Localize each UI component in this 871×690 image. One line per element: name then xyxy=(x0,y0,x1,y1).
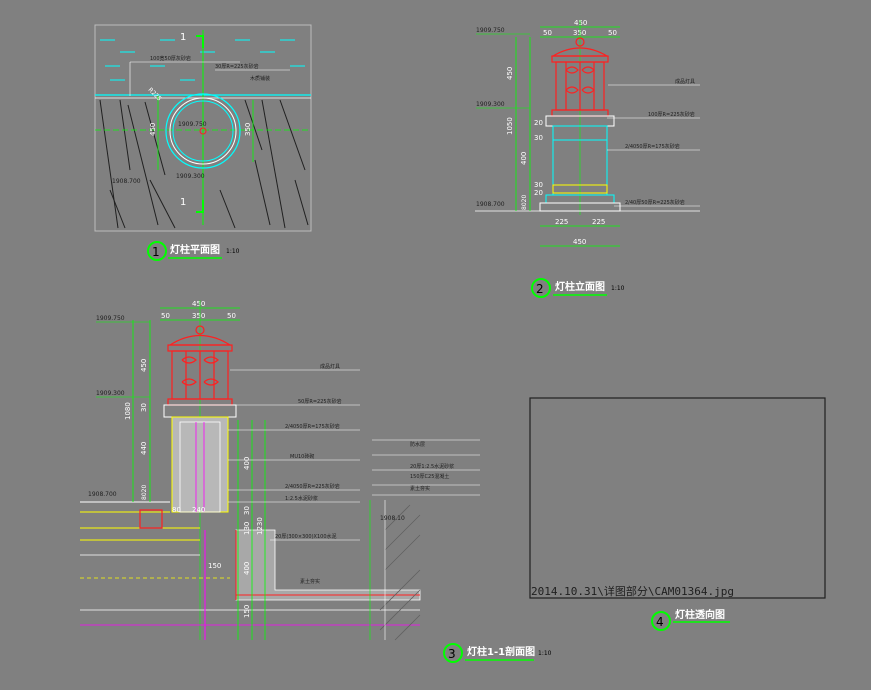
sec-note-3: 2/4050厚R=175灰砂岩 xyxy=(285,423,340,430)
sec-elev-4: 1908.10 xyxy=(380,515,405,522)
sec-right-150b: 150 xyxy=(243,605,251,618)
elev-left-400: 400 xyxy=(520,152,528,165)
elev-note-2: 100厚R=225灰砂岩 xyxy=(648,111,695,118)
sec-note-6: 1:2.5水泥砂浆 xyxy=(285,495,318,502)
elev-note-4: 2/40厚50厚R=225灰砂岩 xyxy=(625,199,685,206)
view-4-title: 灯柱透向图 xyxy=(675,608,725,621)
plan-note-2: 30厚R=225灰砂岩 xyxy=(215,63,259,70)
elev-bot-225b: 225 xyxy=(592,218,605,226)
view-3-title: 灯柱1-1剖面图 xyxy=(467,645,535,658)
section-mark-top: 1 xyxy=(180,32,186,43)
elev-bot-450: 450 xyxy=(573,238,586,246)
sec-note-9: 20厚1:2.5水泥砂浆 xyxy=(410,463,454,470)
photo-frame xyxy=(529,397,826,599)
plan-deck-hatch xyxy=(99,99,309,229)
sec-note-8: 防水层 xyxy=(410,441,425,448)
sec-bot-240: 240 xyxy=(192,506,205,514)
elev-bot-225a: 225 xyxy=(555,218,568,226)
plan-elev-1: 1909.750 xyxy=(178,121,207,128)
sec-top-50a: 50 xyxy=(161,312,170,320)
photo-caption: 2014.10.31\详图部分\CAM01364.jpg xyxy=(531,584,734,598)
sec-note-7: 20厚(300×300)X100水泥 xyxy=(275,533,337,540)
view-4-number: 4 xyxy=(656,615,664,629)
elev-left-8020: 8020 xyxy=(521,195,528,210)
sec-right-150a: 150 xyxy=(208,562,221,570)
sec-ground-label: 素土夯实 xyxy=(300,578,320,585)
elev-mark-2: 1909.300 xyxy=(476,101,505,108)
photo-view: 2014.10.31\详图部分\CAM01364.jpg 4 灯柱透向图 xyxy=(529,397,826,631)
elev-note-3: 2/4050厚R=175灰砂岩 xyxy=(625,143,680,150)
elev-mark-1: 1909.750 xyxy=(476,27,505,34)
sec-note-10: 150厚C25混凝土 xyxy=(410,473,449,480)
plan-frame xyxy=(94,24,312,232)
view-1-scale: 1:10 xyxy=(226,248,240,255)
section-mark-bottom: 1 xyxy=(180,197,186,208)
elev-left-20a: 20 xyxy=(534,119,543,127)
view-2-scale: 1:10 xyxy=(611,285,625,292)
elevation-view: 450 50 350 50 450 1050 20 400 30 20 xyxy=(475,19,700,298)
view-2-number: 2 xyxy=(536,282,544,296)
plan-note-3: 木质铺装 xyxy=(250,75,270,82)
sec-left-1080: 1080 xyxy=(124,402,132,420)
plan-view: 1 1 450 350 R225 100宽50厚灰砂岩 30厚R=225灰砂岩 … xyxy=(94,24,312,261)
sec-right-400a: 400 xyxy=(243,457,251,470)
sec-note-2: 50厚R=225灰砂岩 xyxy=(298,398,342,405)
sec-top-450: 450 xyxy=(192,300,205,308)
section-view: 450 50 350 50 xyxy=(80,300,552,663)
sec-top-50b: 50 xyxy=(227,312,236,320)
sec-elev-2: 1909.300 xyxy=(96,390,125,397)
plan-dim-350: 350 xyxy=(244,123,252,136)
sec-right-30: 30 xyxy=(243,506,251,515)
sec-right-400b: 400 xyxy=(243,562,251,575)
sec-soil-hatch xyxy=(379,504,421,641)
sec-note-11: 素土夯实 xyxy=(410,485,430,492)
elev-left-1050: 1050 xyxy=(506,117,514,135)
view-3-number: 3 xyxy=(448,647,456,661)
plan-elev-3: 1908.700 xyxy=(112,178,141,185)
sec-note-1: 成品灯具 xyxy=(320,363,340,370)
sec-bot-80: 80 xyxy=(172,506,181,514)
plan-dim-450: 450 xyxy=(149,123,157,136)
sec-note-5: 2/4050厚R=225灰砂岩 xyxy=(285,483,340,490)
elev-left-20b: 20 xyxy=(534,189,543,197)
elev-top-50b: 50 xyxy=(608,29,617,37)
elev-top-350: 350 xyxy=(573,29,586,37)
elev-mark-3: 1908.700 xyxy=(476,201,505,208)
view-1-title: 灯柱平面图 xyxy=(170,243,220,256)
sec-note-4: MU10砖砌 xyxy=(290,453,314,460)
sec-left-440: 440 xyxy=(140,442,148,455)
elev-left-30b: 30 xyxy=(534,181,543,189)
sec-left-8020: 8020 xyxy=(141,485,148,500)
view-3-scale: 1:10 xyxy=(538,650,552,657)
elev-left-450: 450 xyxy=(506,67,514,80)
plan-elev-2: 1909.300 xyxy=(176,173,205,180)
sec-elev-3: 1908.700 xyxy=(88,491,117,498)
sec-gravel xyxy=(235,529,421,601)
sec-left-450: 450 xyxy=(140,359,148,372)
plan-water-hatch xyxy=(100,39,305,81)
elev-top-450: 450 xyxy=(574,19,587,27)
view-2-title: 灯柱立面图 xyxy=(555,280,605,293)
sec-right-1230: 1230 xyxy=(256,517,264,535)
sec-elev-1: 1909.750 xyxy=(96,315,125,322)
sec-top-350: 350 xyxy=(192,312,205,320)
elev-note-1: 成品灯具 xyxy=(675,78,695,85)
elev-left-30a: 30 xyxy=(534,134,543,142)
view-1-number: 1 xyxy=(152,245,160,259)
elev-top-50a: 50 xyxy=(543,29,552,37)
sec-left-30: 30 xyxy=(140,403,148,412)
elev-lamp xyxy=(550,37,610,117)
sec-right-130: 130 xyxy=(243,522,251,535)
plan-note-1: 100宽50厚灰砂岩 xyxy=(150,55,191,62)
